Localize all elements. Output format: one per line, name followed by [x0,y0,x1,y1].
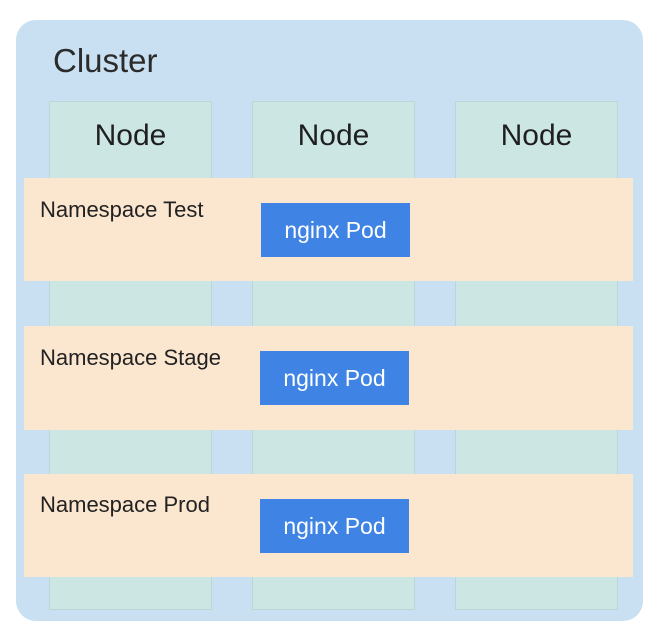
pod-test: nginx Pod [261,203,410,257]
pod-label-stage: nginx Pod [283,364,386,391]
pod-label-test: nginx Pod [284,216,387,243]
node-label-3: Node [500,119,573,152]
node-label-1: Node [94,119,167,152]
node-label-2: Node [297,119,370,152]
pod-label-prod: nginx Pod [283,512,386,539]
namespace-label-prod: Namespace Prod [40,492,210,517]
namespace-label-stage: Namespace Stage [40,345,221,370]
pod-prod: nginx Pod [260,499,409,553]
pod-stage: nginx Pod [260,351,409,405]
namespace-label-test: Namespace Test [40,197,204,222]
cluster-title: Cluster [53,42,158,79]
